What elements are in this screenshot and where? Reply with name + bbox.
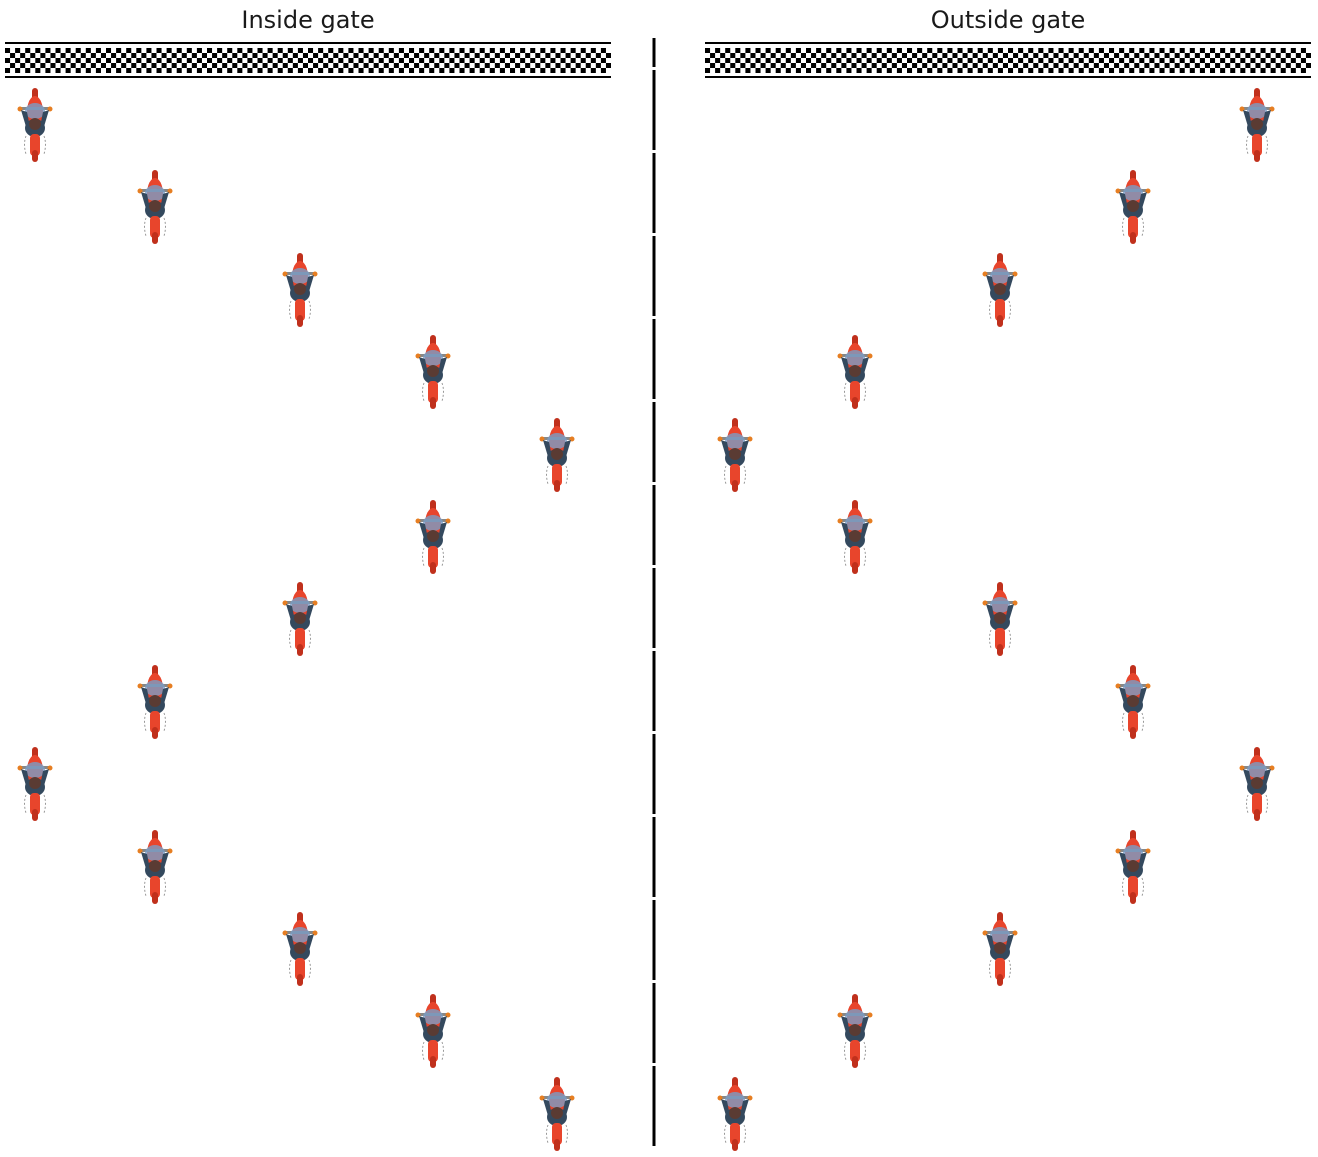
motorbike-rider-icon [1113,829,1153,906]
motorbike-rider-icon [413,500,453,576]
motorbike-rider-icon [980,582,1020,658]
motorbike-rider-icon [1237,88,1277,164]
motorbike-rider-icon [135,170,175,246]
motorbike-rider-icon [15,88,55,164]
motorbike-rider-icon [135,829,175,906]
motorbike-rider-icon [135,664,175,741]
motorbike-rider-icon [980,912,1020,988]
motorbike-rider-icon [715,417,755,494]
motorbike-rider-icon [280,582,320,658]
motorbike-rider-icon [835,335,875,411]
motorbike-rider-icon [537,1076,577,1153]
motorbike-rider-icon [835,500,875,576]
motorbike-rider-icon [835,994,875,1070]
inside-gate-title: Inside gate [241,6,375,34]
motorbike-rider-icon [413,994,453,1070]
outside-rider-formation [705,0,1311,1151]
outside-gate-panel: Outside gate [705,0,1311,1151]
motorbike-rider-icon [537,417,577,494]
gate-divider-line [652,38,656,1149]
inside-gate-panel: Inside gate [5,0,611,1151]
motorbike-rider-icon [1113,170,1153,246]
inside-rider-formation [5,0,611,1151]
outside-gate-title: Outside gate [930,6,1086,34]
motorbike-rider-icon [280,912,320,988]
motorbike-rider-icon [15,747,55,823]
motorbike-rider-icon [413,335,453,411]
motorbike-rider-icon [1113,664,1153,741]
motorbike-rider-icon [980,252,1020,329]
motorbike-rider-icon [1237,747,1277,823]
motorbike-rider-icon [715,1076,755,1153]
checkered-flag-inside [5,42,611,78]
checkered-flag-outside [705,42,1311,78]
motorbike-rider-icon [280,252,320,329]
